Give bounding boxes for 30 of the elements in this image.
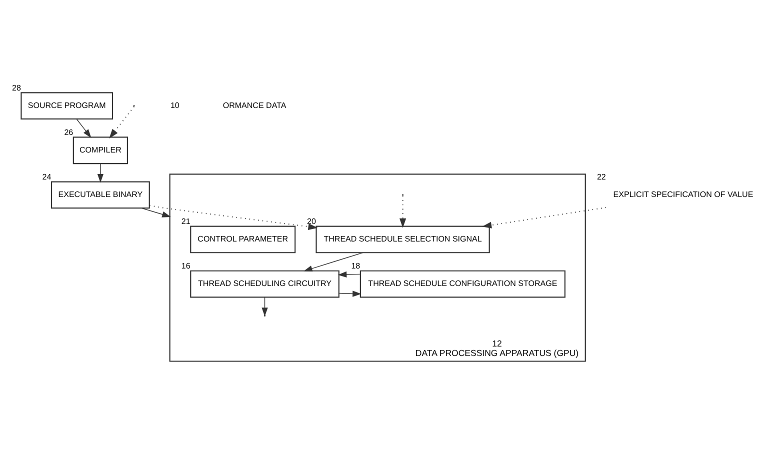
node-label: 28 <box>12 82 21 92</box>
node-box: EXECUTABLE BINARY <box>50 180 150 208</box>
arrow <box>149 204 318 230</box>
node-label: 16 <box>181 261 190 270</box>
arrow <box>109 106 134 138</box>
arrow <box>262 296 268 316</box>
label: ORMANCE DATA <box>222 100 286 110</box>
arrow <box>141 207 171 217</box>
node-box: COMPILER <box>72 136 128 164</box>
node-label: 22 <box>596 172 606 181</box>
arrow <box>482 206 606 228</box>
label: 10 <box>170 100 180 110</box>
node-label: 24 <box>42 172 52 181</box>
node-box: CONTROL PARAMETER <box>190 225 296 253</box>
arrow <box>338 290 362 296</box>
node-box: SOURCE PROGRAM <box>20 92 114 120</box>
node-label: 12 <box>492 338 502 348</box>
node-box: THREAD SCHEDULE SELECTION SIGNAL <box>316 225 490 253</box>
arrow <box>97 162 104 182</box>
node-label: 26 <box>64 127 74 136</box>
arrow <box>338 270 361 278</box>
arrow <box>399 195 406 228</box>
arrow <box>76 118 92 138</box>
node-label: 20 <box>307 216 316 226</box>
node-label: 18 <box>351 261 360 270</box>
node-box: THREAD SCHEDULE CONFIGURATION STORAGE <box>360 270 566 298</box>
arrow <box>304 252 364 271</box>
node-box: THREAD SCHEDULING CIRCUITRY <box>190 270 340 298</box>
node-text: EXPLICIT SPECIFICATION OF VALUE <box>613 189 754 198</box>
node-label: 21 <box>181 216 190 226</box>
